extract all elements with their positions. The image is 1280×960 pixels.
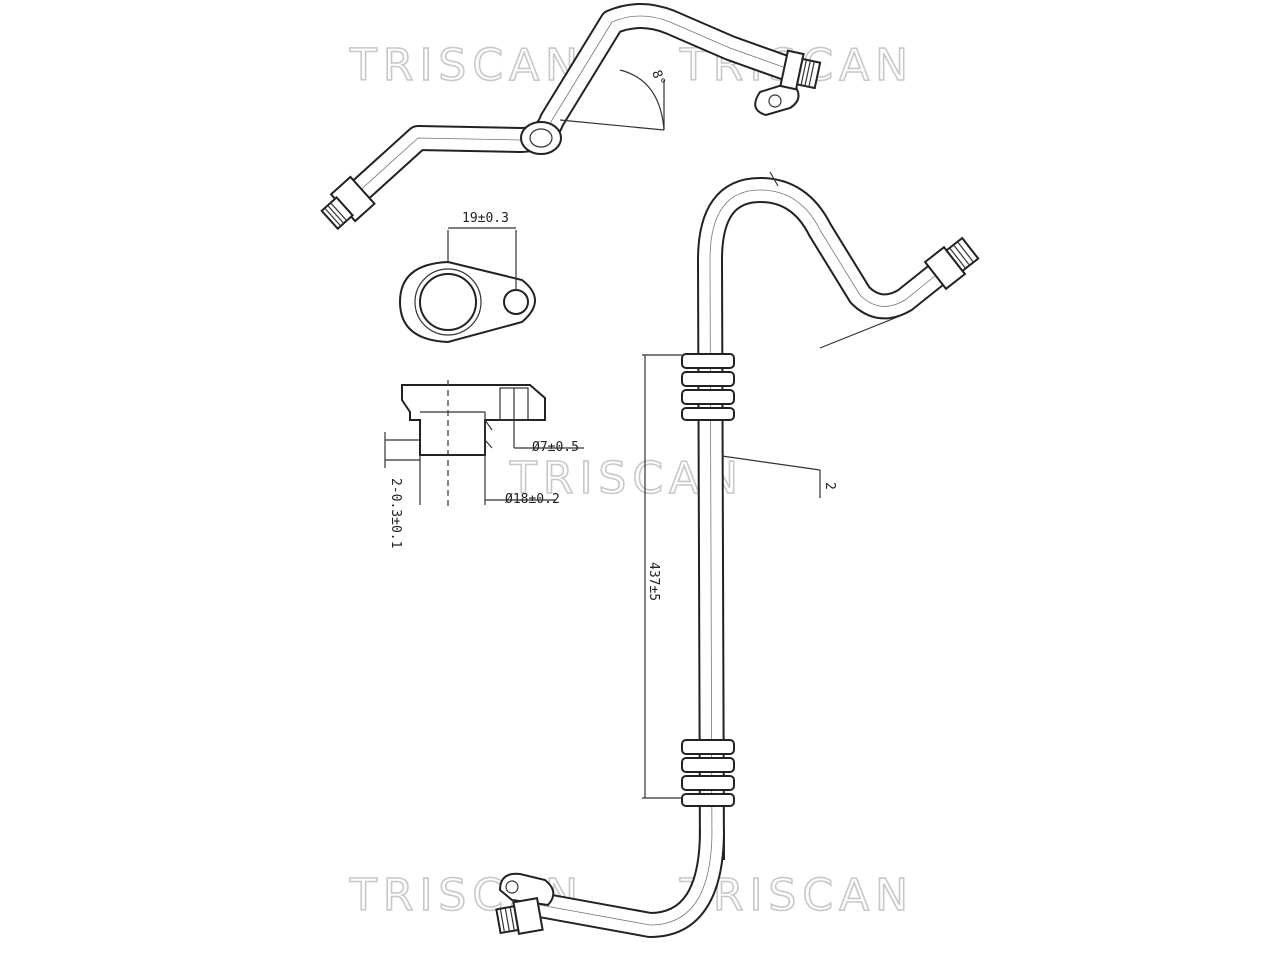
lower-clamp-rings [681, 739, 735, 807]
section-leader [819, 315, 901, 349]
pipe-main-top-fitting [923, 236, 980, 291]
small-bore-dimension: Ø7±0.5 [532, 440, 579, 455]
detail-reference: 2 [721, 455, 837, 498]
pipe-top-mid-flange [520, 121, 562, 155]
angle-annotation: 8° [559, 68, 668, 131]
length-dimension: 437±5 [642, 354, 682, 799]
pipe-top-view: 8° [320, 3, 822, 231]
flange-front-view: 19±0.3 [398, 211, 536, 344]
flange-section-view: Ø7±0.5 Ø18±0.2 2-0.3±0.1 [384, 380, 584, 548]
pipe-top-left-fitting [320, 175, 376, 231]
pipe-length-label: 437±5 [646, 562, 661, 601]
detail-ref-label: 2 [822, 482, 837, 490]
hole-spacing-dimension: 19±0.3 [462, 211, 509, 226]
upper-clamp-rings [681, 353, 735, 421]
watermark-top-left: TRISCAN [349, 40, 584, 91]
pipe-main-view: 437±5 2 [495, 171, 980, 938]
pipe-main-bottom-fitting [495, 872, 555, 935]
angle-label: 8° [648, 68, 667, 88]
large-bore-dimension: Ø18±0.2 [505, 492, 560, 507]
flange-thickness-dimension: 2-0.3±0.1 [388, 478, 403, 548]
pipe-top-right-fitting [754, 49, 822, 117]
